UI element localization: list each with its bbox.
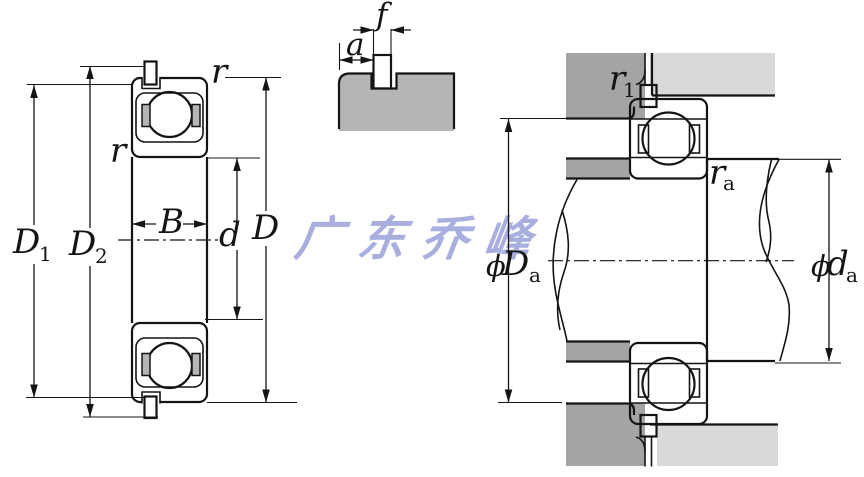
shaft-outline (705, 157, 779, 363)
label-a: a (346, 27, 364, 63)
label-r-outer: r (211, 52, 229, 92)
arrowhead (194, 220, 207, 228)
label-phida-phi: ϕ (811, 249, 831, 283)
snap-ring-strip (645, 53, 652, 86)
bearing-section-bottom (628, 341, 709, 426)
outer-ring-detail-block (339, 73, 454, 131)
label-r-inner: r (110, 131, 128, 171)
arrowhead (233, 158, 241, 171)
housing-outline (566, 402, 636, 415)
ball-bottom (641, 356, 696, 412)
label-D1-sub: 1 (39, 242, 52, 266)
label-r1: r (609, 59, 627, 99)
arrowhead (30, 85, 38, 98)
label-phiDa: D (501, 244, 529, 284)
arrowhead (233, 306, 241, 320)
arrowhead (825, 348, 833, 361)
label-d: d (219, 215, 241, 255)
end-cap-block-top (652, 53, 775, 96)
label-D: D (251, 208, 279, 248)
end-cap-block-bottom (657, 424, 778, 466)
bearing-section-top (628, 97, 709, 180)
snap-ring-strip (645, 436, 652, 467)
housing-outline (566, 106, 636, 120)
outer-ring-section-top (130, 76, 209, 159)
label-phida: d (827, 244, 849, 284)
shield-lip (141, 352, 151, 377)
cage-bracket (688, 368, 701, 398)
fillet-r1 (635, 69, 646, 86)
cage-bracket (637, 368, 650, 398)
shaft-break-curve (556, 209, 570, 331)
arrowhead (391, 26, 404, 34)
shoulder-strip-outline (566, 157, 630, 180)
label-D2-sub: 2 (95, 244, 108, 268)
label-B: B (158, 202, 184, 242)
outer-ring-section-bottom (130, 321, 209, 404)
ball-top (641, 111, 696, 166)
cage-bracket (637, 124, 650, 154)
arrowhead (360, 26, 374, 34)
shoulder-strip-outline (566, 340, 630, 363)
label-D2: D (68, 224, 96, 264)
arrowhead (86, 404, 94, 417)
label-f: f (374, 0, 393, 33)
label-D1: D (12, 222, 40, 262)
label-phiDa-sub: a (529, 263, 541, 287)
arrowhead (360, 56, 374, 64)
arrowhead (504, 389, 513, 403)
shaft-shoulder-strip-bottom (566, 341, 630, 362)
housing-block-bottom (566, 403, 645, 466)
outer-ring-detail-outline (337, 72, 456, 129)
ball-bottom (145, 341, 194, 390)
snap-ring-groove-outline (141, 77, 161, 90)
snap-ring-detail-figure: f a (337, 0, 456, 131)
arrowhead (132, 220, 145, 228)
arrowhead (339, 56, 353, 64)
arrowhead (262, 389, 270, 403)
shield-lip (141, 103, 151, 128)
label-ra-sub: a (723, 171, 735, 195)
arrowhead (504, 119, 513, 132)
snap-ring-bottom (143, 395, 158, 420)
shaft-shoulder-strip-top (566, 158, 630, 179)
snap-ring-top (143, 60, 158, 86)
arrowhead (262, 77, 270, 91)
snap-ring-section-top (639, 83, 658, 109)
label-ra: r (709, 153, 727, 193)
ball-top (145, 90, 194, 139)
left-bearing-figure: D 1 D 2 B d D r r (12, 52, 297, 420)
shield-lip (191, 352, 201, 377)
shield-lip (191, 103, 201, 128)
snap-ring-section-bottom (639, 413, 658, 438)
cage-bracket (688, 124, 701, 154)
arrowhead (86, 66, 94, 79)
arrowhead (30, 384, 38, 398)
arrowhead (825, 159, 833, 173)
snap-ring-detail (372, 53, 393, 90)
fillet-r1 (635, 436, 646, 453)
label-r1-sub: 1 (623, 78, 636, 102)
label-phiDa-phi: ϕ (486, 249, 506, 283)
shaft-break-curve (765, 159, 773, 263)
shaft-break-curve (758, 159, 791, 362)
mounted-bearing-figure: r 1 r a ϕ D a ϕ d a (486, 53, 858, 467)
shaft-break-curve (552, 179, 578, 342)
label-phida-sub: a (846, 263, 858, 287)
housing-block-top (566, 53, 645, 119)
